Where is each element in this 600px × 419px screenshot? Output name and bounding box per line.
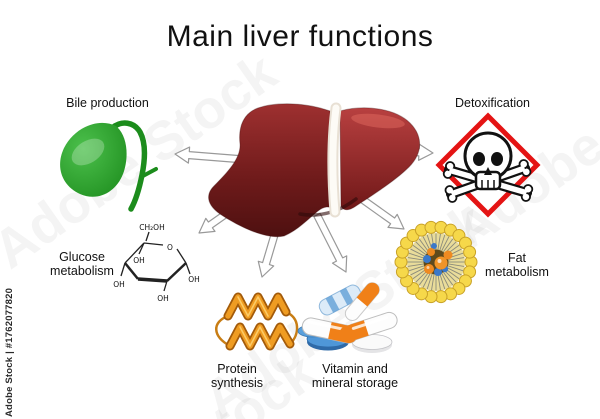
glucose-molecule-icon: CH₂OH O OH OH OH OH [113, 223, 200, 303]
label-glucose-metabolism: Glucose metabolism [50, 250, 114, 279]
gallbladder-icon [60, 120, 158, 212]
micelle-lipid-spheres [423, 243, 453, 276]
liver-highlight [351, 113, 405, 129]
arrow-left-icon [174, 146, 239, 164]
liver-left-lobe [208, 103, 334, 238]
glucose-oh-label: OH [113, 280, 125, 289]
watermark-credit: Adobe Stock | #1762077820 [4, 287, 15, 417]
skull [463, 131, 513, 191]
glucose-oh-label: OH [133, 256, 145, 265]
gallbladder-sac [60, 122, 127, 197]
glucose-ring-oxygen-label: O [167, 243, 173, 252]
label-vitamin-mineral-storage: Vitamin and mineral storage [311, 362, 399, 391]
tablet-pack [318, 284, 362, 316]
bile-duct [109, 120, 148, 212]
skull-crossbones-icon [435, 112, 541, 218]
bile-duct-branch [139, 167, 158, 179]
label-bile-production: Bile production [66, 96, 149, 110]
label-protein-synthesis: Protein synthesis [210, 362, 264, 391]
capsule-top [344, 282, 380, 321]
capsule-front-right [339, 311, 398, 343]
alpha-helix-icon [215, 292, 299, 351]
page-title: Main liver functions [166, 20, 434, 53]
lipid-micelle-icon [394, 220, 478, 304]
falciform-ligament-core [329, 104, 340, 216]
glucose-oh-label: OH [188, 275, 200, 284]
arrow-down-vitamin-icon [313, 212, 348, 273]
glucose-ch2oh-label: CH₂OH [139, 223, 164, 232]
label-fat-metabolism: Fat metabolism [485, 251, 549, 280]
pills-icon [297, 282, 398, 353]
liver-icon [208, 102, 421, 238]
micelle-beads [394, 220, 478, 304]
gallbladder-highlight [71, 138, 105, 166]
label-detoxification: Detoxification [454, 96, 531, 110]
glucose-oh-label: OH [157, 294, 169, 303]
liver-right-lobe [339, 107, 421, 211]
micelle-tails [407, 233, 465, 291]
